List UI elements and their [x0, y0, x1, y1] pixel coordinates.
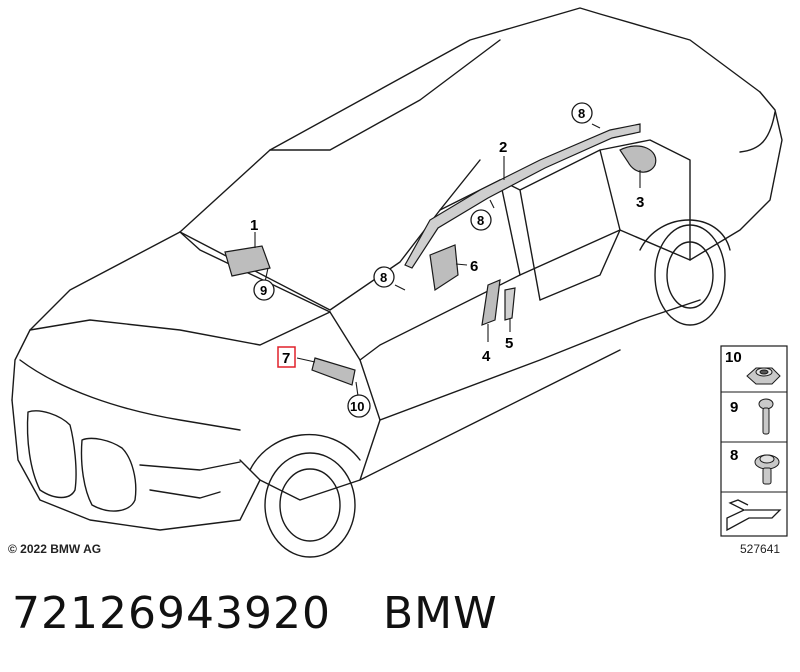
callout-8-pillar: 8: [477, 213, 484, 228]
circled-callouts: [253, 102, 593, 418]
callout-4: 4: [482, 348, 491, 365]
part-5-bracket: [504, 287, 516, 321]
part-7-knee-airbag: [311, 357, 356, 386]
callout-9: 9: [260, 283, 267, 298]
brand-name: BMW: [382, 588, 498, 639]
part-3-bracket: [619, 145, 657, 173]
legend-number-8: 8: [730, 447, 738, 464]
fastener-legend: 10 9 8: [720, 345, 788, 537]
curtain-airbag: [404, 123, 641, 269]
parts-diagram: 1 2 3 4 5 6 7 9 8 8 8 10 10 9 8: [11, 7, 788, 558]
part-1-airbag-module: [224, 245, 271, 277]
diagram-reference-number: 527641: [740, 542, 781, 556]
callout-3: 3: [636, 194, 644, 211]
nut-icon: [746, 367, 781, 385]
callout-6: 6: [470, 258, 478, 275]
leader-lines: [254, 123, 641, 397]
callout-1: 1: [250, 217, 258, 234]
callout-5: 5: [505, 335, 513, 352]
part-6-side-airbag: [429, 244, 459, 292]
callout-2: 2: [499, 139, 507, 156]
callout-7-highlight: [277, 346, 296, 368]
flange-screw-icon: [754, 454, 780, 485]
callout-8-front: 8: [380, 270, 387, 285]
assembly-direction-icon: [726, 499, 782, 532]
callout-10: 10: [350, 399, 364, 414]
callout-7: 7: [282, 350, 290, 367]
screw-icon: [758, 398, 774, 435]
part-4-pillar-airbag: [481, 279, 501, 326]
legend-number-9: 9: [730, 399, 738, 416]
part-number: 72126943920: [12, 588, 331, 639]
parts: [224, 123, 657, 386]
car-outline: [11, 7, 783, 558]
legend-number-10: 10: [725, 349, 742, 366]
callout-8-roof: 8: [578, 106, 585, 121]
part-caption: 72126943920 BMW: [12, 588, 498, 639]
copyright-notice: © 2022 BMW AG: [8, 542, 102, 556]
